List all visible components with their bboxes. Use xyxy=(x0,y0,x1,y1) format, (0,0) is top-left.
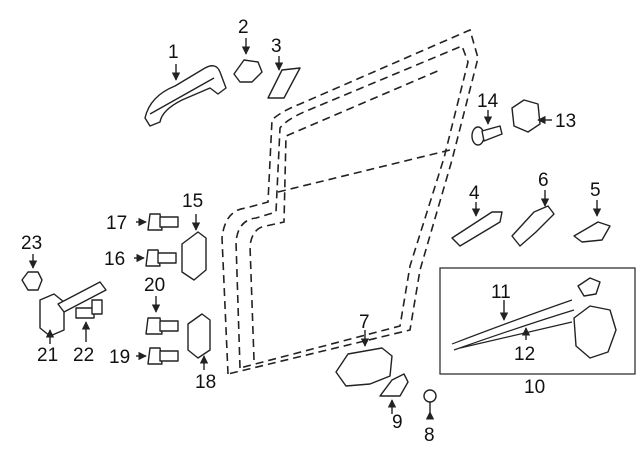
callout-10: 10 xyxy=(524,377,545,398)
callout-2: 2 xyxy=(238,17,249,38)
check-nut xyxy=(21,271,43,291)
callout-4: 4 xyxy=(469,183,480,204)
callout-16: 16 xyxy=(104,249,125,270)
callout-3: 3 xyxy=(271,36,282,57)
check-bolt xyxy=(75,299,103,319)
callout-23: 23 xyxy=(21,233,42,254)
hinge-bolt-17 xyxy=(147,213,179,231)
latch-clip xyxy=(577,277,601,297)
callout-1: 1 xyxy=(168,42,179,63)
cable-11 xyxy=(451,299,573,345)
door-outline xyxy=(221,28,479,376)
outside-handle xyxy=(144,65,227,127)
callout-19: 19 xyxy=(109,347,130,368)
callout-14: 14 xyxy=(477,91,499,112)
callout-11: 11 xyxy=(491,282,511,303)
inside-handle xyxy=(335,347,393,387)
callout-12: 12 xyxy=(514,344,535,365)
callout-13: 13 xyxy=(555,111,576,132)
actuator-rod xyxy=(451,211,503,247)
callout-8: 8 xyxy=(424,425,435,446)
striker-bolt xyxy=(471,125,503,146)
handle-screw xyxy=(423,389,437,412)
door-striker xyxy=(511,99,541,133)
callout-9: 9 xyxy=(392,412,403,433)
hinge-bolt-20 xyxy=(145,317,179,335)
handle-bezel xyxy=(379,373,409,397)
lock-link xyxy=(573,221,611,243)
cable-11-b xyxy=(453,309,575,351)
lower-hinge xyxy=(187,313,211,359)
callout-21: 21 xyxy=(37,345,58,366)
callout-18: 18 xyxy=(195,372,216,393)
handle-cap xyxy=(233,59,263,83)
callout-22: 22 xyxy=(73,345,94,366)
callout-17: 17 xyxy=(106,213,127,234)
door-latch xyxy=(573,305,617,359)
latch-assembly-box xyxy=(439,267,636,375)
hinge-bolt-16 xyxy=(145,249,177,267)
lock-bracket xyxy=(511,205,555,247)
handle-gasket xyxy=(267,67,301,99)
hinge-bolt-19 xyxy=(147,347,179,365)
callout-5: 5 xyxy=(590,180,601,201)
upper-hinge xyxy=(181,231,207,281)
cable-12 xyxy=(459,321,573,349)
door-check xyxy=(39,281,107,337)
callout-15: 15 xyxy=(182,191,203,212)
callout-7: 7 xyxy=(359,312,370,333)
callout-20: 20 xyxy=(144,275,165,296)
callout-6: 6 xyxy=(538,170,549,191)
